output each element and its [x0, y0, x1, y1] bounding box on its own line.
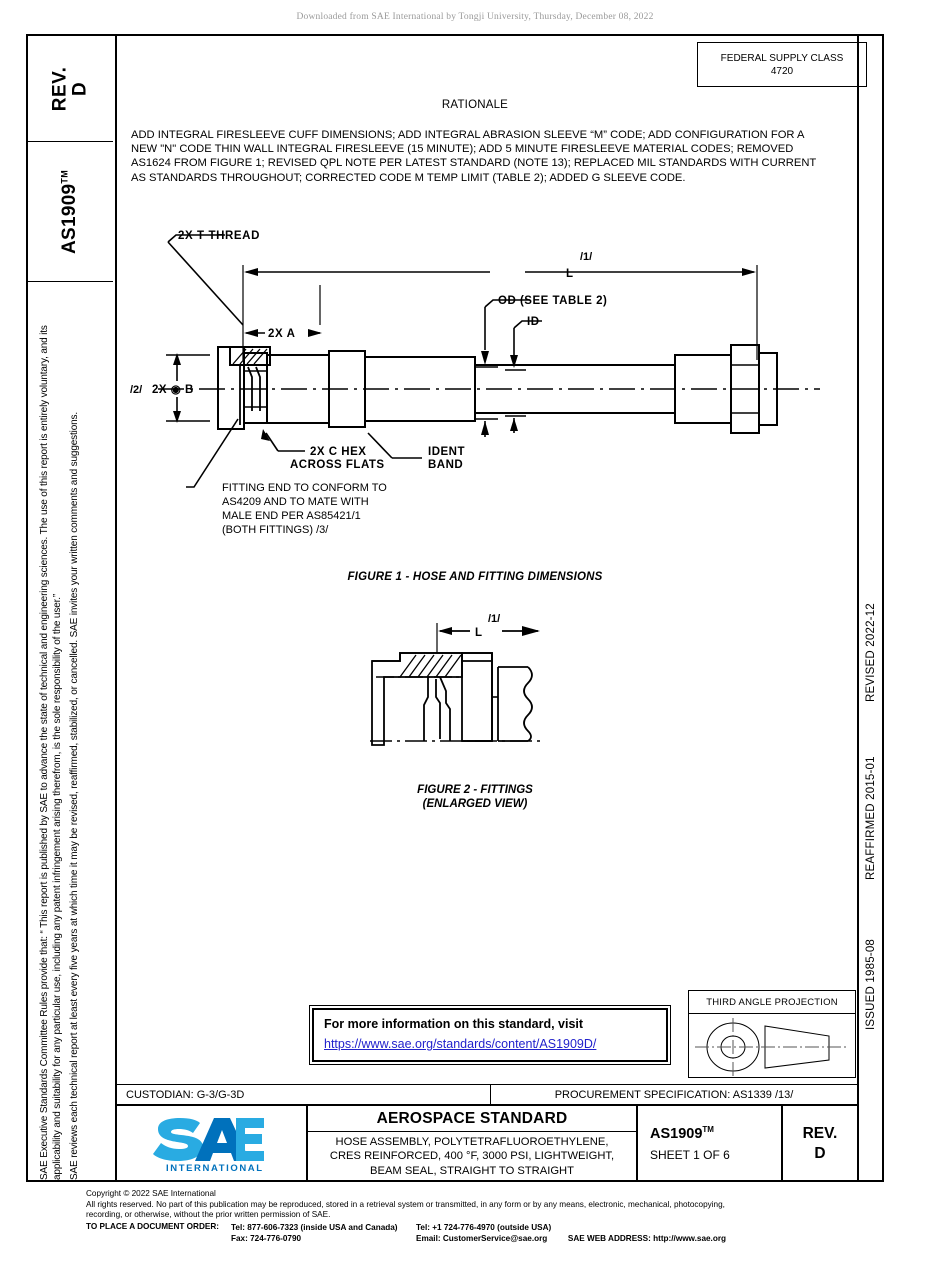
document-type: AEROSPACE STANDARD [308, 1106, 636, 1132]
document-description-line1: HOSE ASSEMBLY, POLYTETRAFLUOROETHYLENE, [335, 1135, 609, 1148]
frame-inner-divider-left [115, 34, 117, 1182]
rev-box-label-line2: D [69, 81, 91, 97]
third-angle-projection-symbol [695, 1018, 849, 1076]
document-number: AS1909 [650, 1125, 703, 1142]
document-description-line3: BEAM SEAL, STRAIGHT TO STRAIGHT [370, 1164, 574, 1177]
figure1-note-line3: MALE END PER AS85421/1 [222, 510, 361, 522]
rights-line-2: recording, or otherwise, without the pri… [86, 1210, 331, 1219]
figure1-svg: 2X T THREAD L /1/ 2X A /2/ 2X ◉ B OD (SE… [130, 230, 820, 536]
legal-notice-review-text: SAE reviews each technical report at lea… [69, 411, 80, 1180]
rev-box: REV. D [28, 36, 113, 142]
sae-logo-svg: INTERNATIONAL [153, 1117, 264, 1173]
copyright-line: Copyright © 2022 SAE International [86, 1189, 216, 1198]
custodian-label: CUSTODIAN: G-3/G-3D [116, 1085, 491, 1104]
figure1-drawing: 2X T THREAD L /1/ 2X A /2/ 2X ◉ B OD (SE… [130, 225, 830, 555]
figure2-caption: FIGURE 2 - FITTINGS (ENLARGED VIEW) [0, 783, 950, 811]
revision-cell: REV. D [783, 1106, 857, 1181]
figure1-note-line2: AS4209 AND TO MATE WITH [222, 496, 369, 508]
figure1-label-dim-b: 2X ◉ B [152, 384, 194, 396]
order-label: TO PLACE A DOCUMENT ORDER: [86, 1221, 219, 1231]
rationale-body: ADD INTEGRAL FIRESLEEVE CUFF DIMENSIONS;… [131, 129, 817, 184]
order-web: SAE WEB ADDRESS: http://www.sae.org [567, 1233, 727, 1243]
title-block: INTERNATIONAL AEROSPACE STANDARD HOSE AS… [116, 1106, 857, 1181]
third-angle-projection-box: THIRD ANGLE PROJECTION [688, 990, 856, 1078]
figure1-label-od: OD (SEE TABLE 2) [498, 295, 607, 307]
order-contact-column: Tel: +1 724-776-4970 (outside USA) Email… [416, 1222, 726, 1244]
figure1-note-line1: FITTING END TO CONFORM TO [222, 482, 387, 494]
figure2-label-length-note: /1/ [488, 613, 500, 625]
rationale-heading: RATIONALE [441, 99, 509, 111]
date-issued: ISSUED 1985-08 [865, 938, 877, 1030]
sae-logo-subtitle: INTERNATIONAL [166, 1163, 264, 1173]
figure1-caption: FIGURE 1 - HOSE AND FITTING DIMENSIONS [347, 571, 603, 583]
figure1-note-line4: (BOTH FITTINGS) /3/ [222, 524, 329, 536]
order-tel-inside: Tel: 877-606-7323 (inside USA and Canada… [231, 1222, 398, 1232]
order-email: Email: CustomerService@sae.org [416, 1233, 548, 1243]
figure1-label-id: ID [527, 316, 540, 328]
figure1-label-dim-b-note: /2/ [130, 384, 142, 396]
figure2-svg: L /1/ [370, 613, 540, 746]
copyright-footer: Copyright © 2022 SAE International All r… [86, 1189, 886, 1244]
revision-dates-column: REVISED 2022-12 REAFFIRMED 2015-01 ISSUE… [859, 603, 885, 1040]
sheet-number: SHEET 1 OF 6 [650, 1148, 730, 1163]
rev-box-label: REV. D [28, 36, 113, 142]
figure1-label-thread: 2X T THREAD [178, 230, 260, 242]
document-description: HOSE ASSEMBLY, POLYTETRAFLUOROETHYLENE, … [308, 1132, 636, 1181]
federal-supply-class-box: FEDERAL SUPPLY CLASS 4720 [697, 42, 867, 87]
standard-url-link[interactable]: https://www.sae.org/standards/content/AS… [324, 1037, 597, 1051]
figure1-label-length-note: /1/ [580, 251, 592, 263]
third-angle-projection-title: THIRD ANGLE PROJECTION [689, 991, 855, 1014]
federal-supply-class-title: FEDERAL SUPPLY CLASS [720, 52, 844, 64]
figure1-label-dim-a: 2X A [268, 328, 296, 340]
standard-tm: TM [60, 169, 71, 184]
order-fax: Fax: 724-776-0790 [231, 1233, 302, 1243]
figure1-label-hex-1: 2X C HEX [310, 446, 366, 458]
order-tel-outside: Tel: +1 724-776-4970 (outside USA) [416, 1222, 552, 1232]
legal-notice-primary-text: SAE Executive Standards Committee Rules … [39, 325, 63, 1180]
document-number-row: AS1909TM [650, 1125, 781, 1142]
drawing-frame [26, 34, 884, 1182]
revision-value: D [814, 1144, 826, 1162]
figure2-label-length: L [475, 627, 482, 639]
document-number-tm: TM [702, 1124, 714, 1134]
download-watermark: Downloaded from SAE International by Ton… [296, 12, 654, 22]
order-email-web: Email: CustomerService@sae.org SAE WEB A… [416, 1233, 726, 1244]
more-information-link-wrap: https://www.sae.org/standards/content/AS… [324, 1035, 656, 1053]
figure2-caption-line1: FIGURE 2 - FITTINGS [417, 784, 533, 796]
federal-supply-class-code: 4720 [770, 65, 794, 77]
custodian-row: CUSTODIAN: G-3/G-3D PROCUREMENT SPECIFIC… [116, 1084, 857, 1106]
figure1-label-ident-1: IDENT [428, 446, 465, 458]
document-description-line2: CRES REINFORCED, 400 °F, 3000 PSI, LIGHT… [329, 1150, 615, 1163]
rights-line-1: All rights reserved. No part of this pub… [86, 1199, 725, 1209]
figure2-drawing: L /1/ [370, 605, 600, 780]
sae-logo: INTERNATIONAL [116, 1106, 308, 1181]
revision-label: REV. [802, 1124, 838, 1142]
more-information-box: For more information on this standard, v… [309, 1005, 671, 1065]
frame-inner-divider-right [857, 34, 859, 1182]
order-phone-column: Tel: 877-606-7323 (inside USA and Canada… [231, 1222, 416, 1244]
figure1-label-length: L [566, 268, 573, 280]
standard-number: AS1909 [59, 183, 81, 254]
date-revised: REVISED 2022-12 [865, 603, 877, 702]
more-information-text: For more information on this standard, v… [324, 1017, 584, 1031]
standard-number-box: AS1909TM [28, 142, 113, 282]
legal-notice-primary: SAE Executive Standards Committee Rules … [38, 278, 64, 1180]
document-number-cell: AS1909TM SHEET 1 OF 6 [638, 1106, 783, 1181]
document-type-cell: AEROSPACE STANDARD HOSE ASSEMBLY, POLYTE… [308, 1106, 638, 1181]
procurement-spec-label: PROCUREMENT SPECIFICATION: AS1339 /13/ [554, 1088, 794, 1101]
order-info: TO PLACE A DOCUMENT ORDER: Tel: 877-606-… [86, 1222, 886, 1244]
figure1-label-ident-2: BAND [428, 459, 463, 471]
legal-notice-review: SAE reviews each technical report at lea… [68, 278, 82, 1180]
figure2-caption-line2: (ENLARGED VIEW) [422, 798, 528, 810]
date-reaffirmed: REAFFIRMED 2015-01 [865, 756, 877, 880]
figure1-label-hex-2: ACROSS FLATS [290, 459, 385, 471]
